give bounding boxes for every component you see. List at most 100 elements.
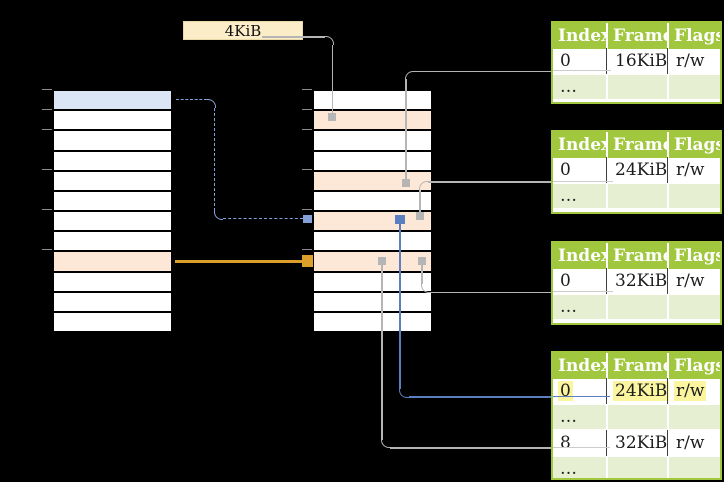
physical-frame-row-8 (314, 252, 431, 273)
connector-4kib-v (331, 44, 334, 114)
arrowhead-into-frame-4kib (328, 113, 336, 121)
column-header-index: Index (553, 132, 611, 158)
connector-level2-row0-corner (399, 388, 409, 398)
column-header-flags: Flags (669, 23, 720, 49)
physical-frame-row-3 (314, 151, 431, 172)
axis-tick (42, 248, 52, 251)
connector-24kib-underline (553, 180, 613, 182)
connector-level2-row8-underline (553, 446, 610, 448)
connector-24kib-h (428, 181, 551, 183)
page-table-16kib-r1c1 (608, 75, 667, 99)
page-table-24kib-r0c1: 24KiB (606, 157, 667, 183)
arrowhead-into-frame-24kib (415, 211, 424, 220)
page-table-24kib-r0c2: r/w (667, 157, 720, 183)
connector-32kib-corner (421, 283, 430, 293)
column-header-frame: Frame (608, 353, 674, 379)
connector-vpage0-h1 (176, 99, 207, 100)
virtual-page-row-0 (54, 91, 171, 112)
page-table-32kib-r0c2: r/w (667, 268, 720, 294)
page-table-level2-r1c2 (669, 405, 720, 429)
axis-tick (302, 168, 312, 171)
axis-tick (302, 88, 312, 91)
page-table-32kib-r1c0: … (553, 295, 606, 319)
connector-24kib-corner (419, 181, 428, 190)
connector-4kib-corner (325, 36, 334, 45)
physical-memory-column (312, 89, 433, 333)
connector-vpage8-h (175, 259, 302, 263)
page-table-24kib-r0c0: 0 (553, 158, 606, 182)
page-table-level2-r0c1: 24KiB (606, 378, 670, 404)
column-header-index: Index (553, 243, 611, 269)
connector-16kib-h (413, 70, 551, 72)
virtual-memory-column (52, 89, 173, 333)
page-table-16kib-r0c1: 16KiB (606, 48, 667, 74)
arrowhead-up-into-frame-32kib-2 (377, 257, 386, 265)
connector-16kib-underline (553, 70, 611, 72)
connector-level2-row8-v (381, 265, 383, 440)
axis-tick (42, 88, 52, 91)
connector-32kib-underline (553, 291, 613, 293)
page-table-level2-r0c0: 0 (553, 379, 606, 403)
virtual-page-row-6 (54, 212, 171, 233)
page-table-level2-r2c2: r/w (667, 430, 720, 456)
page-table-24kib-r1c2 (669, 184, 720, 208)
page-table-16kib-r0c2: r/w (667, 48, 720, 74)
page-table-level2-r0c2: r/w (667, 378, 720, 404)
axis-tick (42, 128, 52, 131)
arrowhead-into-frame-16kib (401, 179, 410, 187)
connector-vpage0-h2 (222, 218, 303, 220)
axis-tick (42, 108, 52, 111)
connector-32kib-v (421, 265, 423, 284)
axis-tick (42, 208, 52, 211)
page-table-32kib-r0c1: 32KiB (606, 268, 667, 294)
page-table-level2-r1c0: … (553, 405, 606, 429)
virtual-page-row-10 (54, 292, 171, 313)
axis-tick (42, 168, 52, 171)
axis-tick (302, 248, 312, 251)
connector-vpage0-v (214, 107, 216, 211)
virtual-page-row-4 (54, 171, 171, 192)
page-table-24kib-r1c0: … (553, 184, 606, 208)
connector-level2-row8-h (390, 447, 551, 449)
physical-frame-row-1 (314, 111, 431, 132)
virtual-page-row-11 (54, 312, 171, 332)
page-table-32kib-r1c1 (608, 295, 667, 319)
physical-frame-row-6 (314, 212, 431, 233)
page-size-label: 4KiB (183, 21, 303, 40)
physical-frame-row-0 (314, 91, 431, 112)
virtual-page-row-2 (54, 131, 171, 152)
physical-frame-row-9 (314, 272, 431, 293)
virtual-page-row-1 (54, 111, 171, 132)
column-header-frame: Frame (608, 23, 674, 49)
page-table-16kib-r1c0: … (553, 75, 606, 99)
axis-tick (302, 208, 312, 211)
virtual-page-row-5 (54, 191, 171, 213)
connector-4kib-h (262, 36, 325, 38)
virtual-page-row-9 (54, 272, 171, 293)
page-table-32kib-r1c2 (669, 295, 720, 319)
virtual-page-row-7 (54, 232, 171, 253)
connector-24kib-v (419, 189, 421, 212)
virtual-page-row-8 (54, 252, 171, 273)
axis-tick (302, 108, 312, 111)
connector-level2-row0-h (409, 396, 551, 398)
page-table-16kib-r0c0: 0 (553, 49, 606, 73)
virtual-page-row-3 (54, 151, 171, 172)
column-header-index: Index (553, 353, 611, 379)
column-header-flags: Flags (669, 353, 720, 379)
physical-frame-row-11 (314, 312, 431, 332)
arrowhead-orange-into-frame-32kib (302, 254, 313, 267)
page-table-24kib-r1c1 (608, 184, 667, 208)
page-table-level2-r3c2 (669, 457, 720, 478)
column-header-frame: Frame (608, 132, 674, 158)
connector-level2-row0-underline (553, 395, 610, 398)
page-table-32kib-r0c0: 0 (553, 269, 606, 293)
page-table-level2-r2c0: 8 (553, 431, 606, 455)
column-header-flags: Flags (669, 132, 720, 158)
page-table-level2-r1c1 (608, 405, 667, 429)
